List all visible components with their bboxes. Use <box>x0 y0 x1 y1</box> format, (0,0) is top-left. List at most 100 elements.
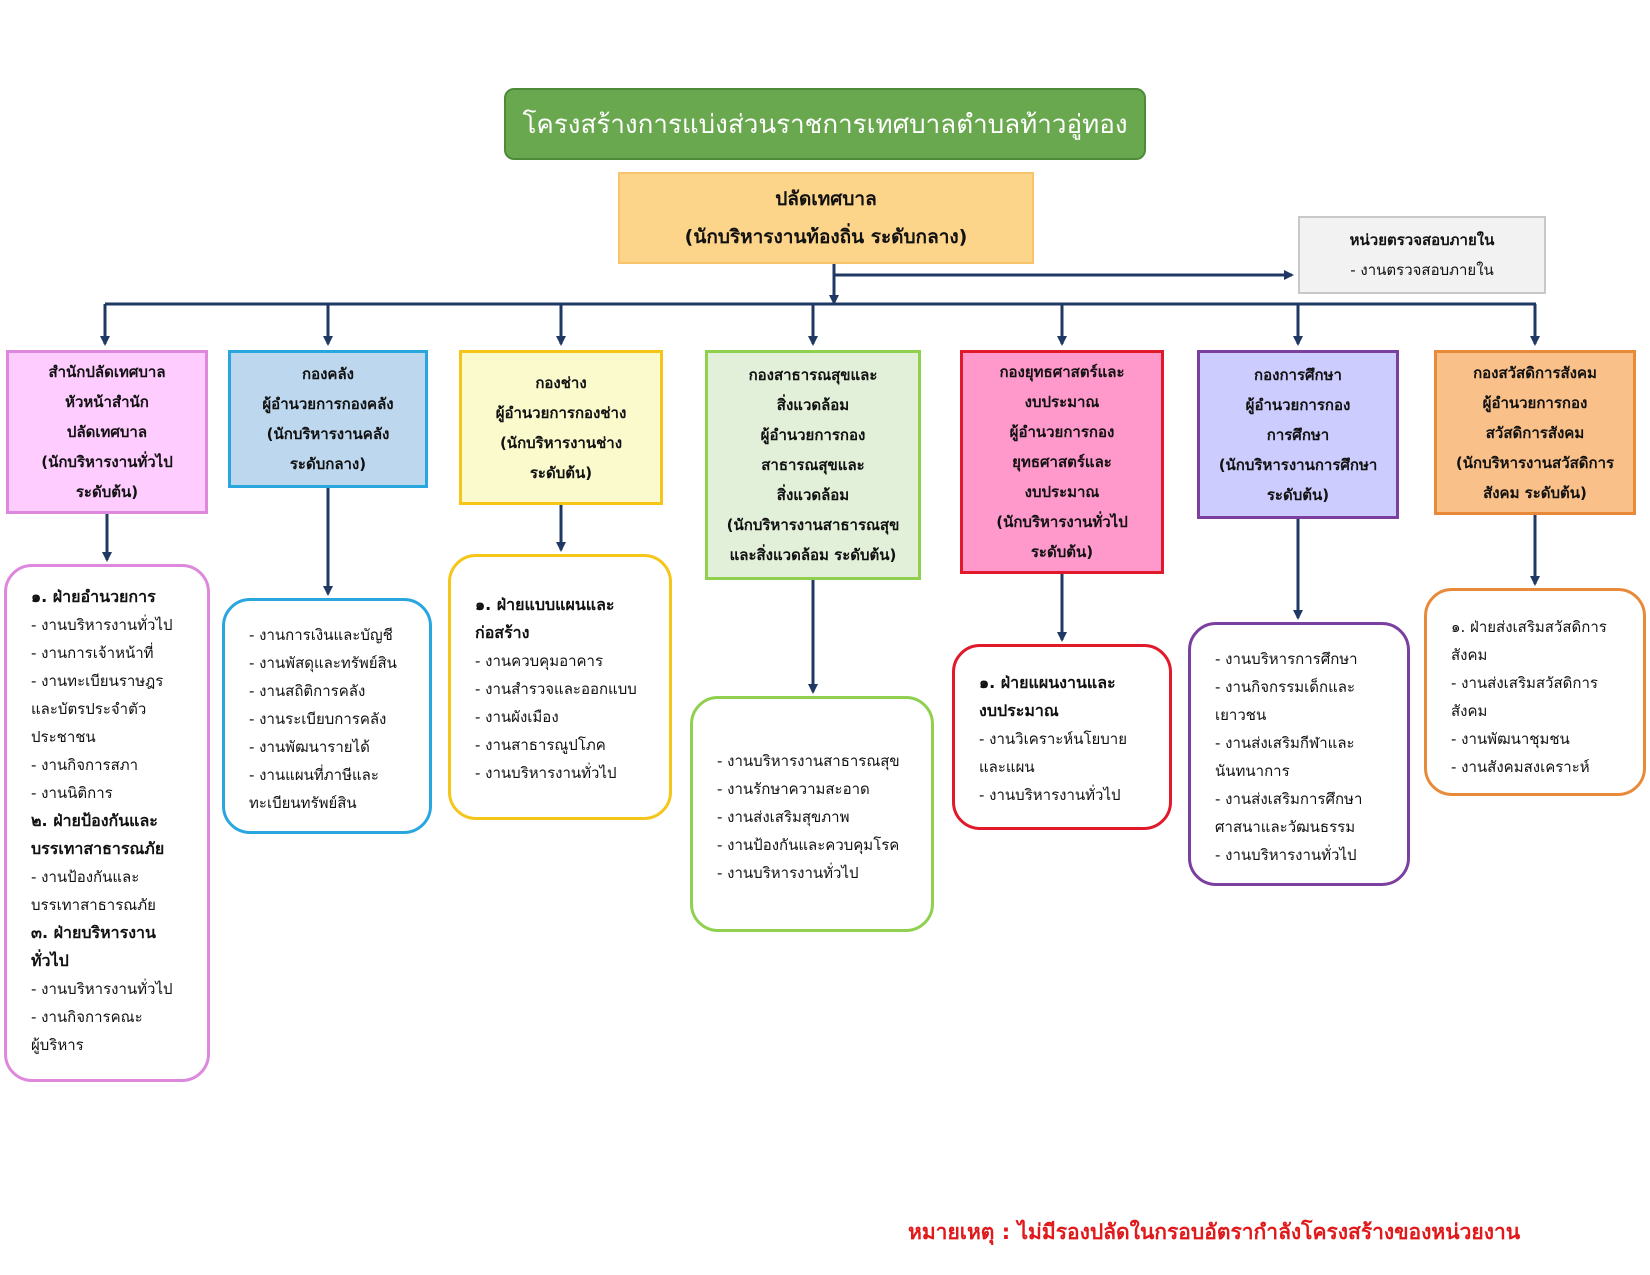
section-line: - งานพัสดุและทรัพย์สิน <box>249 654 397 672</box>
dept-line: (นักบริหารงานการศึกษา <box>1218 455 1378 474</box>
dept-line: การศึกษา <box>1266 425 1330 444</box>
section-line: บรรเทาสาธารณภัย <box>31 896 156 914</box>
dept-line: สังคม ระดับต้น) <box>1483 483 1587 502</box>
dept-line: ระดับต้น) <box>1030 543 1094 561</box>
section-line: - งานรักษาความสะอาด <box>717 780 870 798</box>
dept-line: งบประมาณ <box>1024 393 1100 411</box>
dept-line: ผู้อำนวยการกองช่าง <box>495 403 627 422</box>
dept-line: สิ่งแวดล้อม <box>776 396 850 414</box>
section-line: - งานสาธารณูปโภค <box>475 736 606 754</box>
dept-line: ผู้อำนวยการกอง <box>760 426 866 444</box>
section-line: และแผน <box>979 758 1035 776</box>
section-line: สังคม <box>1451 702 1488 720</box>
section-line: - งานพัฒนารายได้ <box>249 738 370 756</box>
section-box-office: ๑. ฝ่ายอำนวยการ - งานบริหารงานทั่วไป - งาน… <box>4 564 210 1082</box>
section-box-education: - งานบริหารการศึกษา- งานกิจกรรมเด็กและเย… <box>1188 622 1410 886</box>
section-line: - งานส่งเสริมการศึกษา <box>1215 790 1363 808</box>
dept-line: กองสาธารณสุขและ <box>748 366 878 384</box>
section-line: - งานบริหารงานทั่วไป <box>717 864 859 882</box>
dept-line: สิ่งแวดล้อม <box>776 486 850 504</box>
section-line: ๑. ฝ่ายแบบแผนและ <box>475 595 615 614</box>
section-line: นันทนาการ <box>1215 762 1290 780</box>
section-line: ประชาชน <box>31 728 96 746</box>
dept-line: ผู้อำนวยการกอง <box>1009 423 1115 441</box>
section-line: ๓. ฝ่ายบริหารงาน <box>31 923 156 942</box>
section-line: - งานทะเบียนราษฎร <box>31 672 164 690</box>
dept-box-social-welfare: กองสวัสดิการสังคมผู้อำนวยการกองสวัสดิการ… <box>1434 350 1636 515</box>
dept-line: (นักบริหารงานทั่วไป <box>996 513 1128 531</box>
dept-line: สำนักปลัดเทศบาล <box>48 363 166 381</box>
dept-line: ระดับกลาง) <box>289 455 367 473</box>
section-line: ๑. ฝ่ายแผนงานและ <box>979 673 1116 692</box>
section-line: - งานบริหารงานทั่วไป <box>979 786 1121 804</box>
section-line: - งานบริหารงานสาธารณสุข <box>717 752 900 770</box>
dept-line: หัวหน้าสำนัก <box>65 393 149 411</box>
dept-box-finance: กองคลังผู้อำนวยการกองคลัง(นักบริหารงานคล… <box>228 350 428 488</box>
section-line: - งานควบคุมอาคาร <box>475 652 604 670</box>
section-line: ทะเบียนทรัพย์สิน <box>249 794 357 812</box>
dept-line: ระดับต้น) <box>75 483 139 501</box>
dept-line: และสิ่งแวดล้อม ระดับต้น) <box>729 546 897 564</box>
dept-box-education: กองการศึกษาผู้อำนวยการกองการศึกษา (นักบริ… <box>1197 350 1399 519</box>
section-line: ก่อสร้าง <box>475 623 530 642</box>
section-line: ทั่วไป <box>31 951 69 970</box>
dept-line: (นักบริหารงานทั่วไป <box>41 453 173 471</box>
section-line: ศาสนาและวัฒนธรรม <box>1215 818 1356 836</box>
section-line: บรรเทาสาธารณภัย <box>31 839 165 858</box>
section-line: และบัตรประจำตัว <box>31 700 147 718</box>
section-line: - งานป้องกันและ <box>31 868 140 886</box>
head-line-2: (นักบริหารงานท้องถิ่น ระดับกลาง) <box>684 226 968 248</box>
section-line: - งานวิเคราะห์นโยบาย <box>979 730 1128 748</box>
dept-line: ผู้อำนวยการกอง <box>1245 395 1351 414</box>
dept-box-strategy-budget: กองยุทธศาสตร์และงบประมาณผู้อำนวยการกองยุ… <box>960 350 1164 574</box>
dept-line: ยุทธศาสตร์และ <box>1012 453 1112 471</box>
dept-box-office: สำนักปลัดเทศบาลหัวหน้าสำนักปลัดเทศบาล(นั… <box>6 350 208 514</box>
dept-line: งบประมาณ <box>1024 483 1100 501</box>
section-line: ๑. ฝ่ายอำนวยการ <box>31 587 156 606</box>
head-box: ปลัดเทศบาล (นักบริหารงานท้องถิ่น ระดับกล… <box>618 172 1034 264</box>
section-line: ๒. ฝ่ายป้องกันและ <box>31 811 158 830</box>
section-line: - งานส่งเสริมสวัสดิการ <box>1451 674 1598 692</box>
section-line: - งานระเบียบการคลัง <box>249 710 387 728</box>
section-line: - งานสำรวจและออกแบบ <box>475 680 637 698</box>
section-line: - งานนิติการ <box>31 784 113 802</box>
audit-item: - งานตรวจสอบภายใน <box>1350 261 1494 279</box>
dept-line: ผู้อำนวยการกองคลัง <box>262 395 394 413</box>
section-line: - งานสังคมสงเคราะห์ <box>1451 758 1590 776</box>
dept-line: กองยุทธศาสตร์และ <box>999 363 1125 381</box>
section-line: เยาวชน <box>1215 706 1267 724</box>
dept-box-engineering: กองช่างผู้อำนวยการกองช่าง (นักบริหารงานช่… <box>459 350 663 505</box>
dept-line: (นักบริหารงานสวัสดิการ <box>1455 453 1615 472</box>
section-line: - งานส่งเสริมสุขภาพ <box>717 808 850 826</box>
section-line: - งานการเจ้าหน้าที่ <box>31 644 154 662</box>
dept-line: กองช่าง <box>535 373 587 392</box>
section-line: - งานบริหารงานทั่วไป <box>1215 846 1357 864</box>
section-line: - งานส่งเสริมกีฬาและ <box>1215 734 1355 752</box>
section-box-strategy-budget: ๑. ฝ่ายแผนงานและงบประมาณ- งานวิเคราะห์นโ… <box>952 644 1172 830</box>
dept-line: (นักบริหารงานช่าง <box>499 433 623 452</box>
dept-line: กองคลัง <box>302 365 354 383</box>
section-line: - งานการเงินและบัญชี <box>249 626 393 644</box>
section-line: - งานบริหารงานทั่วไป <box>475 764 617 782</box>
section-line: ๑. ฝ่ายส่งเสริมสวัสดิการ <box>1451 618 1607 636</box>
section-box-public-health: - งานบริหารงานสาธารณสุข - งานรักษาความสะอ… <box>690 696 934 932</box>
section-box-social-welfare: ๑. ฝ่ายส่งเสริมสวัสดิการสังคม - งานส่งเสร… <box>1424 588 1646 796</box>
section-box-finance: - งานการเงินและบัญชี - งานพัสดุและทรัพย์ส… <box>222 598 432 834</box>
dept-line: ผู้อำนวยการกอง <box>1482 393 1588 412</box>
section-line: - งานบริหารงานทั่วไป <box>31 616 173 634</box>
section-line: - งานสถิติการคลัง <box>249 682 366 700</box>
dept-line: สาธารณสุขและ <box>761 456 865 474</box>
section-line: - งานกิจการสภา <box>31 756 139 774</box>
dept-line: กองการศึกษา <box>1254 365 1342 384</box>
footnote: หมายเหตุ : ไม่มีรองปลัดในกรอบอัตรากำลังโ… <box>908 1220 1521 1244</box>
section-line: - งานแผนที่ภาษีและ <box>249 766 379 784</box>
chart-title: โครงสร้างการแบ่งส่วนราชการเทศบาลตำบลท้าว… <box>504 88 1146 160</box>
section-line: สังคม <box>1451 646 1488 664</box>
audit-box: หน่วยตรวจสอบภายใน - งานตรวจสอบภายใน <box>1298 216 1546 294</box>
section-box-engineering: ๑. ฝ่ายแบบแผนและก่อสร้าง - งานควบคุมอาคาร… <box>448 554 672 820</box>
dept-box-public-health: กองสาธารณสุขและสิ่งแวดล้อมผู้อำนวยการกอง… <box>705 350 921 580</box>
audit-title: หน่วยตรวจสอบภายใน <box>1349 231 1495 249</box>
dept-line: ระดับต้น) <box>1266 485 1330 504</box>
section-line: - งานผังเมือง <box>475 708 559 726</box>
